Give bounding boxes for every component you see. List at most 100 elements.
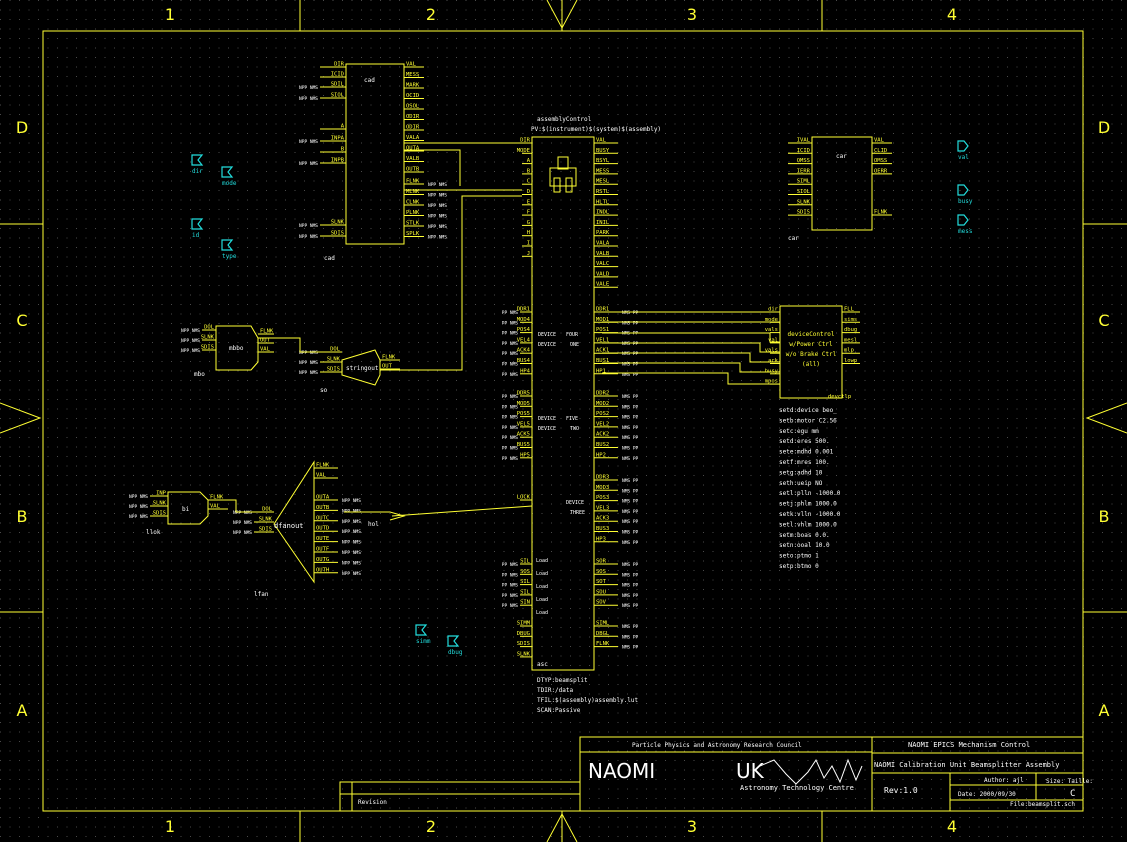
col-label-top: 3 [687,5,697,24]
pin-dbgl-link: NMS PP [622,634,639,640]
pin-ack: ack [768,358,779,364]
col-label-bottom: 2 [426,817,436,836]
center-mark-top [546,0,578,30]
port-dbug: dbug [448,649,463,656]
pin-indl: INDL [596,210,610,216]
pin-b: B [527,168,531,174]
assembly-note: SCAN:Passive [537,707,581,714]
pin-slnk-link: NPP NMS [181,338,200,344]
pin-ack1: ACK1 [596,348,609,354]
revision-number: Rev:1.0 [884,786,918,795]
row-label-right: A [1099,701,1110,720]
device-label: THREE [570,510,585,516]
col-label-top: 4 [947,5,957,24]
cad-label: cad [364,77,375,84]
device-label: ONE [570,342,579,348]
pin-clid: CLID [874,148,887,154]
pin-dbgl: DBGL [596,631,610,637]
assembly-pins: DIRMODEABCDEFGHIJVALBUSYBSYLMESSMESLRSTL… [502,138,639,658]
file-name: File:beamsplit.sch [1010,801,1075,808]
cad-body [345,63,405,245]
pin-outg: OUTG [316,557,329,563]
device-setting: seth:ueip NO [779,480,823,487]
revision-label: Revision [358,799,387,806]
pin-outd: OUTD [316,526,329,532]
pin-flnk: FLNK [316,463,330,469]
uk-logo: UK [736,759,765,783]
pin-vel5: VEL5 [517,421,530,427]
pin-sdis: SDIS [517,641,530,647]
wires [208,142,780,521]
col-label-top: 1 [165,5,175,24]
pin-dol: DOL [204,325,215,331]
input-port-icon [221,166,234,178]
pin-vala: VALA [406,135,420,141]
device-label: DEVICE [538,342,556,348]
device-setting: setn:ooal 10.0 [779,542,830,549]
device-setting: setc:egu mm [779,428,819,435]
pin-sil: SIL [520,559,531,565]
pin-bsyl: BSYL [596,158,610,164]
pin-ack3-link: NMS PP [622,519,639,525]
device-control-inst: devctlp [828,394,851,400]
pin-inpb: INPB [331,158,345,164]
pin-sdis: SDIS [153,511,166,517]
pin-outb: OUTB [406,167,420,173]
pin-sdis-link: NPP NMS [299,234,318,240]
pin-outa-link: NPP NMS [342,498,361,504]
pin-vel2: VEL2 [596,421,609,427]
pin-ddr1-link: PP NMS [502,310,519,316]
pin-e: E [527,199,530,205]
pin-sil: SIL [520,589,531,595]
pin-omss: OMSS [797,158,810,164]
pin-vals: vals [765,327,778,333]
car-block: car car IVALICIDOMSSIERRSIMLSIOLSLNKSDIS… [788,136,892,242]
pin-sor: SOR [596,559,607,565]
drawing-title: NAOMI Calibration Unit Beamsplitter Asse… [874,761,1059,769]
port-mess: mess [958,228,973,235]
pin-val: VAL [210,504,221,510]
col-label-bottom: 3 [687,817,697,836]
pin-ddr5-link: PP NMS [502,394,519,400]
atc-text: Astronomy Technology Centre [740,784,854,792]
pin-mod5-link: PP NMS [502,404,519,410]
pin-sdis: SDIS [327,367,340,373]
port-busy: busy [958,198,973,205]
pin-slnk-link: NPP NMS [233,520,252,526]
pin-h: H [527,230,530,236]
pin-pos4-link: PP NMS [502,331,519,337]
pin-hp4: HP4 [520,368,531,374]
pin-inil: INIL [596,220,610,226]
pin-odir: ODIR [406,125,420,131]
pin-pos2-link: NMS PP [622,415,639,421]
car-body [811,136,873,231]
pin-lowp: lowp [844,358,857,364]
pin-sot: SOT [596,579,607,585]
pin-vel2-link: NMS PP [622,425,639,431]
pin-mode: MODE [517,148,530,154]
pin-hp5: HP5 [520,452,530,458]
pin-pos5: POS5 [517,411,530,417]
pin-mod3: MOD3 [596,485,609,491]
pin-siol: SIOL [797,189,811,195]
pin-hp5-link: PP NMS [502,456,519,462]
pin-sin: SIN [520,600,530,606]
device-control-line: w/Power Ctrl [789,341,833,348]
pin-ocid: OCID [406,93,419,99]
pin-outc-link: NPP NMS [342,519,361,525]
pin-hltl: HLTL [596,199,610,205]
size-value: C [1070,789,1075,799]
pin-sin-link: PP NMS [502,603,519,609]
pin-stlk-link: NPP NMS [428,224,447,230]
pin-outb-link: NPP NMS [342,508,361,514]
pin-ierr: IERR [797,168,811,174]
pin-stlk: STLK [406,221,420,227]
pin-mark: MARK [406,83,420,89]
pin-dol-link: NPP NMS [299,350,318,356]
